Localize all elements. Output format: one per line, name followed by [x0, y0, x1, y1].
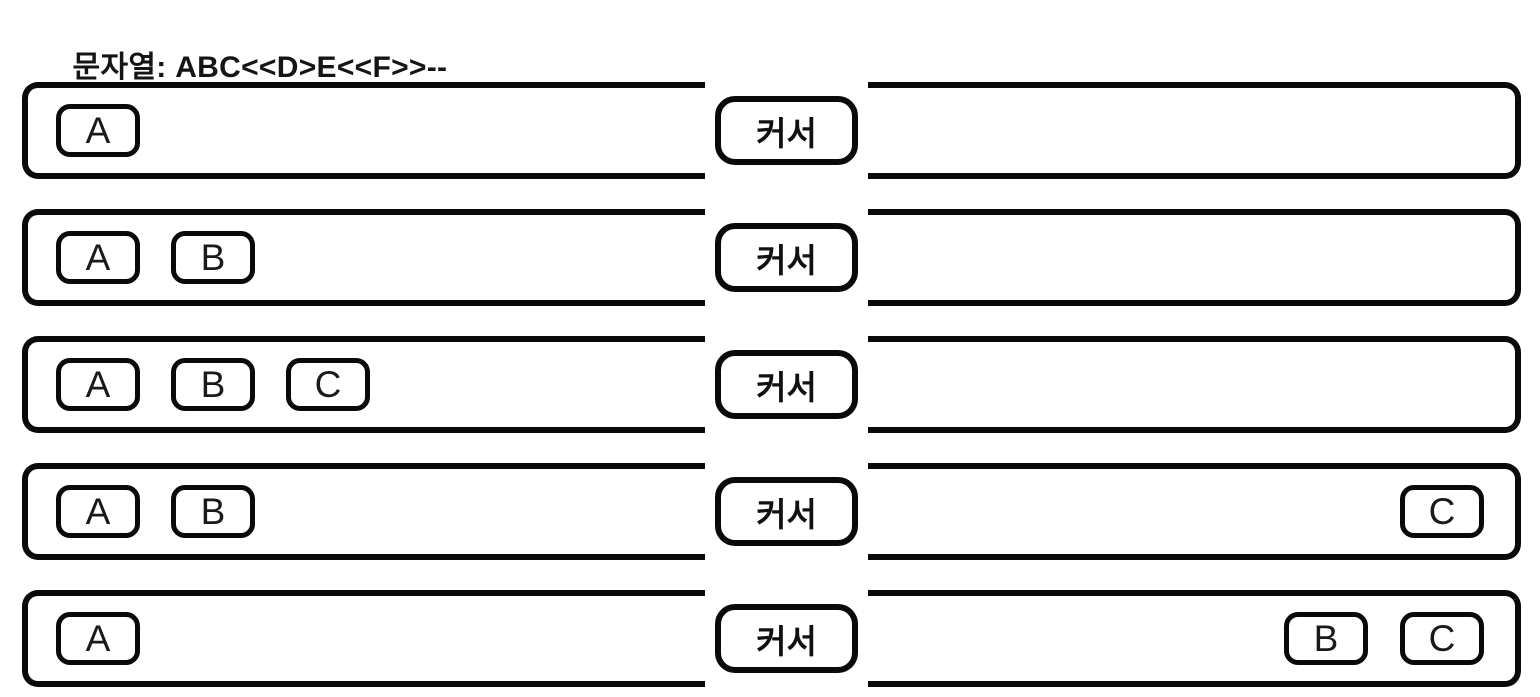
cursor-box: 커서: [715, 223, 858, 292]
title-remaining-part: D>E<<F>>--: [276, 51, 448, 84]
cursor-label: 커서: [756, 495, 817, 533]
right-stack-track: [868, 82, 1521, 179]
letter-box: C: [1400, 485, 1484, 538]
letter-box: A: [56, 485, 140, 538]
editor-state-row-4: A B 커서 C: [22, 463, 1521, 560]
cursor-label: 커서: [756, 241, 817, 279]
cursor-label: 커서: [756, 114, 817, 152]
letter-box: B: [171, 231, 255, 284]
editor-state-row-1: A 커서: [22, 82, 1521, 179]
letter-label: B: [200, 236, 226, 278]
left-stack-track: A B C: [22, 336, 705, 433]
letter-box: A: [56, 358, 140, 411]
left-stack-track: A B: [22, 209, 705, 306]
cursor-box: 커서: [715, 477, 858, 546]
right-stack-track: C: [868, 463, 1521, 560]
editor-state-row-5: A 커서 B C: [22, 590, 1521, 687]
letter-label: C: [314, 363, 342, 405]
letter-label: A: [85, 490, 111, 532]
letter-box: B: [171, 485, 255, 538]
letter-box: A: [56, 104, 140, 157]
letter-label: A: [85, 363, 111, 405]
right-stack-track: [868, 336, 1521, 433]
editor-state-row-3: A B C 커서: [22, 336, 1521, 433]
letter-label: A: [85, 236, 111, 278]
letter-label: C: [1428, 490, 1456, 532]
left-stack-track: A: [22, 590, 705, 687]
letter-label: B: [1313, 617, 1339, 659]
letter-label: A: [85, 617, 111, 659]
letter-label: A: [85, 109, 111, 151]
cursor-box: 커서: [715, 96, 858, 165]
letter-box: C: [286, 358, 370, 411]
letter-box: B: [171, 358, 255, 411]
cursor-label: 커서: [756, 368, 817, 406]
right-stack-track: [868, 209, 1521, 306]
right-stack-track: B C: [868, 590, 1521, 687]
left-stack-track: A B: [22, 463, 705, 560]
letter-box: B: [1284, 612, 1368, 665]
title-processed-part: ABC<<: [175, 51, 277, 88]
page-title: 문자열: ABC<<D>E<<F>>--: [38, 8, 447, 120]
letter-label: B: [200, 490, 226, 532]
letter-box: A: [56, 612, 140, 665]
editor-state-rows: A 커서 A B 커서 A B C 커서 A B 커서 C A: [22, 82, 1521, 687]
cursor-box: 커서: [715, 350, 858, 419]
letter-label: B: [200, 363, 226, 405]
letter-box: C: [1400, 612, 1484, 665]
editor-state-row-2: A B 커서: [22, 209, 1521, 306]
cursor-label: 커서: [756, 622, 817, 660]
left-stack-track: A: [22, 82, 705, 179]
letter-label: C: [1428, 617, 1456, 659]
title-prefix: 문자열:: [72, 51, 176, 84]
letter-box: A: [56, 231, 140, 284]
cursor-box: 커서: [715, 604, 858, 673]
